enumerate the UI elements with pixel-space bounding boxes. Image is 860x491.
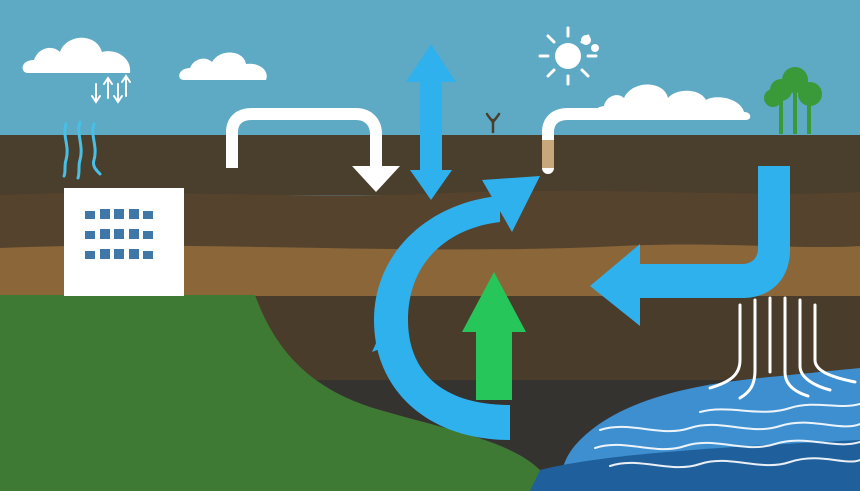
waterfall-seepage (708, 296, 857, 400)
cloud-icon (179, 52, 267, 80)
tree-icon (764, 67, 822, 134)
water-waves (594, 403, 860, 469)
runoff-arrow (542, 108, 646, 174)
sprout-icon (485, 112, 501, 134)
recharge-cycle-arrow (372, 176, 540, 440)
rain-arrows-icon (91, 74, 131, 104)
sun-icon (538, 26, 599, 86)
infiltration-arrow (226, 108, 400, 192)
building-icon (64, 188, 184, 296)
lateral-flow-arrow (590, 166, 790, 326)
grass-hill (0, 295, 540, 491)
evaporation-arrow (406, 44, 456, 200)
cloud-icon (22, 37, 131, 73)
uptake-arrow (462, 272, 526, 400)
vapor-icon (62, 120, 102, 180)
